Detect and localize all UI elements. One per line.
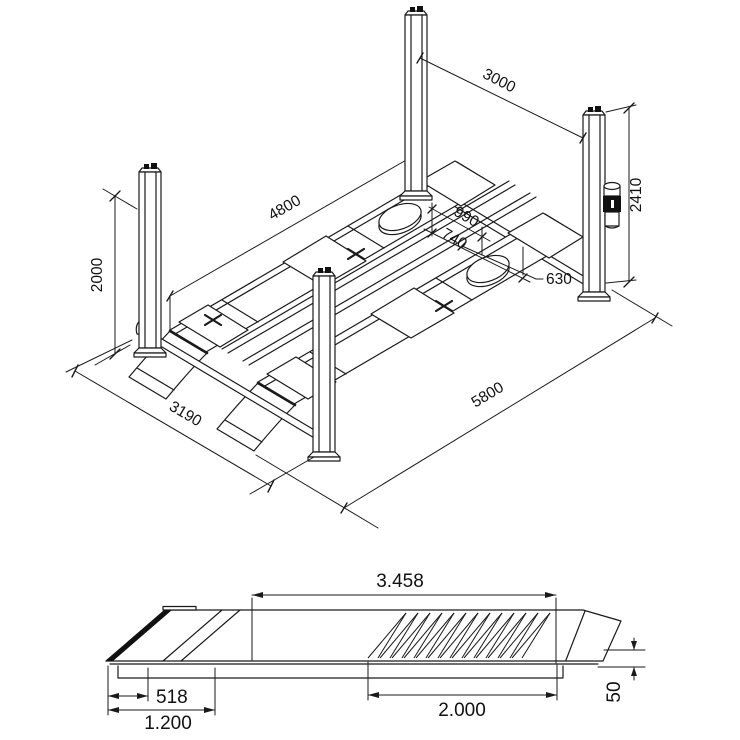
hatch-line bbox=[499, 612, 539, 659]
hatch-line bbox=[415, 612, 455, 659]
post-front-left bbox=[133, 163, 167, 358]
dim-2000-tread: 2.000 bbox=[367, 661, 558, 721]
dim-3000: 3000 bbox=[416, 52, 587, 144]
pulley-cap bbox=[595, 106, 601, 112]
dim-3458: 3.458 bbox=[251, 571, 557, 664]
dim-label-3458: 3.458 bbox=[376, 571, 424, 592]
dim-label-630: 630 bbox=[546, 271, 572, 288]
post-body bbox=[582, 114, 606, 293]
under-frame bbox=[117, 665, 564, 679]
runway-right-mid-plate bbox=[370, 287, 455, 339]
runway-right bbox=[216, 212, 584, 452]
hatch-line bbox=[413, 612, 443, 659]
dim-label-4800: 4800 bbox=[266, 192, 305, 224]
lift-point-mark bbox=[203, 313, 223, 327]
dim-518: 518 bbox=[107, 665, 188, 716]
hatch-line bbox=[451, 612, 491, 659]
hatch-line bbox=[427, 612, 467, 659]
hatch-line bbox=[403, 612, 443, 659]
hatch-line bbox=[509, 612, 539, 659]
pulley-cap bbox=[410, 7, 415, 12]
hatch-line bbox=[463, 612, 503, 659]
dim-label-50: 50 bbox=[604, 681, 625, 702]
hatch-line bbox=[475, 612, 515, 659]
pulley-cap bbox=[318, 268, 323, 273]
hatch-line bbox=[497, 612, 527, 659]
dim-label-518: 518 bbox=[156, 687, 188, 708]
inner-rails bbox=[221, 180, 537, 366]
post-front-right bbox=[307, 267, 341, 462]
pulley-cap bbox=[417, 6, 423, 12]
hatch-line bbox=[473, 612, 503, 659]
turntable-left bbox=[378, 202, 422, 232]
hatch-line bbox=[461, 612, 491, 659]
ramp-edge-dark bbox=[106, 610, 172, 661]
post-base-plate bbox=[577, 291, 611, 298]
hatch-line bbox=[379, 612, 419, 659]
hatch-line bbox=[389, 612, 419, 659]
platform-outline bbox=[105, 609, 622, 662]
dim-label-3000: 3000 bbox=[480, 66, 519, 97]
hatch-line bbox=[391, 612, 431, 659]
hydraulic-power-unit bbox=[603, 181, 621, 229]
dim-50: 50 bbox=[597, 637, 646, 703]
post-body bbox=[138, 171, 162, 349]
dim-label-2000-tread: 2.000 bbox=[438, 700, 486, 721]
dim-1200: 1.200 bbox=[107, 667, 216, 734]
dim-2410: 2410 bbox=[605, 102, 645, 288]
hatch-line bbox=[425, 612, 455, 659]
hatch-line bbox=[401, 612, 431, 659]
dim-630: 630 bbox=[457, 241, 572, 288]
pulley-cap bbox=[588, 107, 593, 112]
power-unit-cap bbox=[603, 181, 621, 191]
approach-ramp-right bbox=[216, 382, 296, 452]
pulley-cap bbox=[151, 163, 157, 169]
post-back-left bbox=[399, 6, 433, 201]
post-base-plate bbox=[399, 190, 433, 197]
post-base-plate bbox=[133, 347, 167, 354]
oil-tank bbox=[604, 211, 620, 227]
dim-label-3190: 3190 bbox=[166, 398, 205, 430]
runway-left-mid-plate bbox=[282, 235, 367, 287]
dim-label-5800: 5800 bbox=[469, 379, 508, 412]
dim-label-740: 740 bbox=[439, 225, 470, 253]
hatch-line bbox=[377, 612, 407, 659]
ramp-hinge-plate bbox=[162, 605, 197, 611]
isometric-view: 2000 4800 3000 2410 990 740 bbox=[65, 6, 673, 529]
post-body bbox=[312, 275, 336, 453]
runway-left-wheel-stop-plate bbox=[419, 160, 496, 207]
dim-2000: 2000 bbox=[89, 188, 138, 366]
side-view: 3.458 518 1.200 2.000 bbox=[105, 571, 646, 734]
hatch-line bbox=[511, 612, 551, 659]
anti-slip-tread-hatch bbox=[367, 612, 551, 659]
pulley-cap bbox=[325, 267, 331, 273]
hatch-line bbox=[449, 612, 479, 659]
pulley-cap bbox=[144, 164, 149, 169]
dim-label-1200: 1.200 bbox=[144, 713, 192, 734]
hatch-line bbox=[485, 612, 515, 659]
runway-left-front-plate bbox=[178, 304, 249, 348]
dim-line-4800 bbox=[169, 158, 409, 297]
hatch-line bbox=[521, 612, 551, 659]
lift-point-mark bbox=[434, 299, 454, 313]
post-body bbox=[404, 14, 428, 192]
hatch-line bbox=[487, 612, 527, 659]
lift-point-mark bbox=[346, 247, 366, 261]
post-base-plate bbox=[307, 451, 341, 458]
dim-label-2410: 2410 bbox=[628, 177, 645, 212]
runway-left bbox=[128, 160, 496, 400]
hatch-line bbox=[437, 612, 467, 659]
hatch-line bbox=[439, 612, 479, 659]
dim-label-2000: 2000 bbox=[89, 257, 106, 292]
hatch-line bbox=[367, 612, 407, 659]
